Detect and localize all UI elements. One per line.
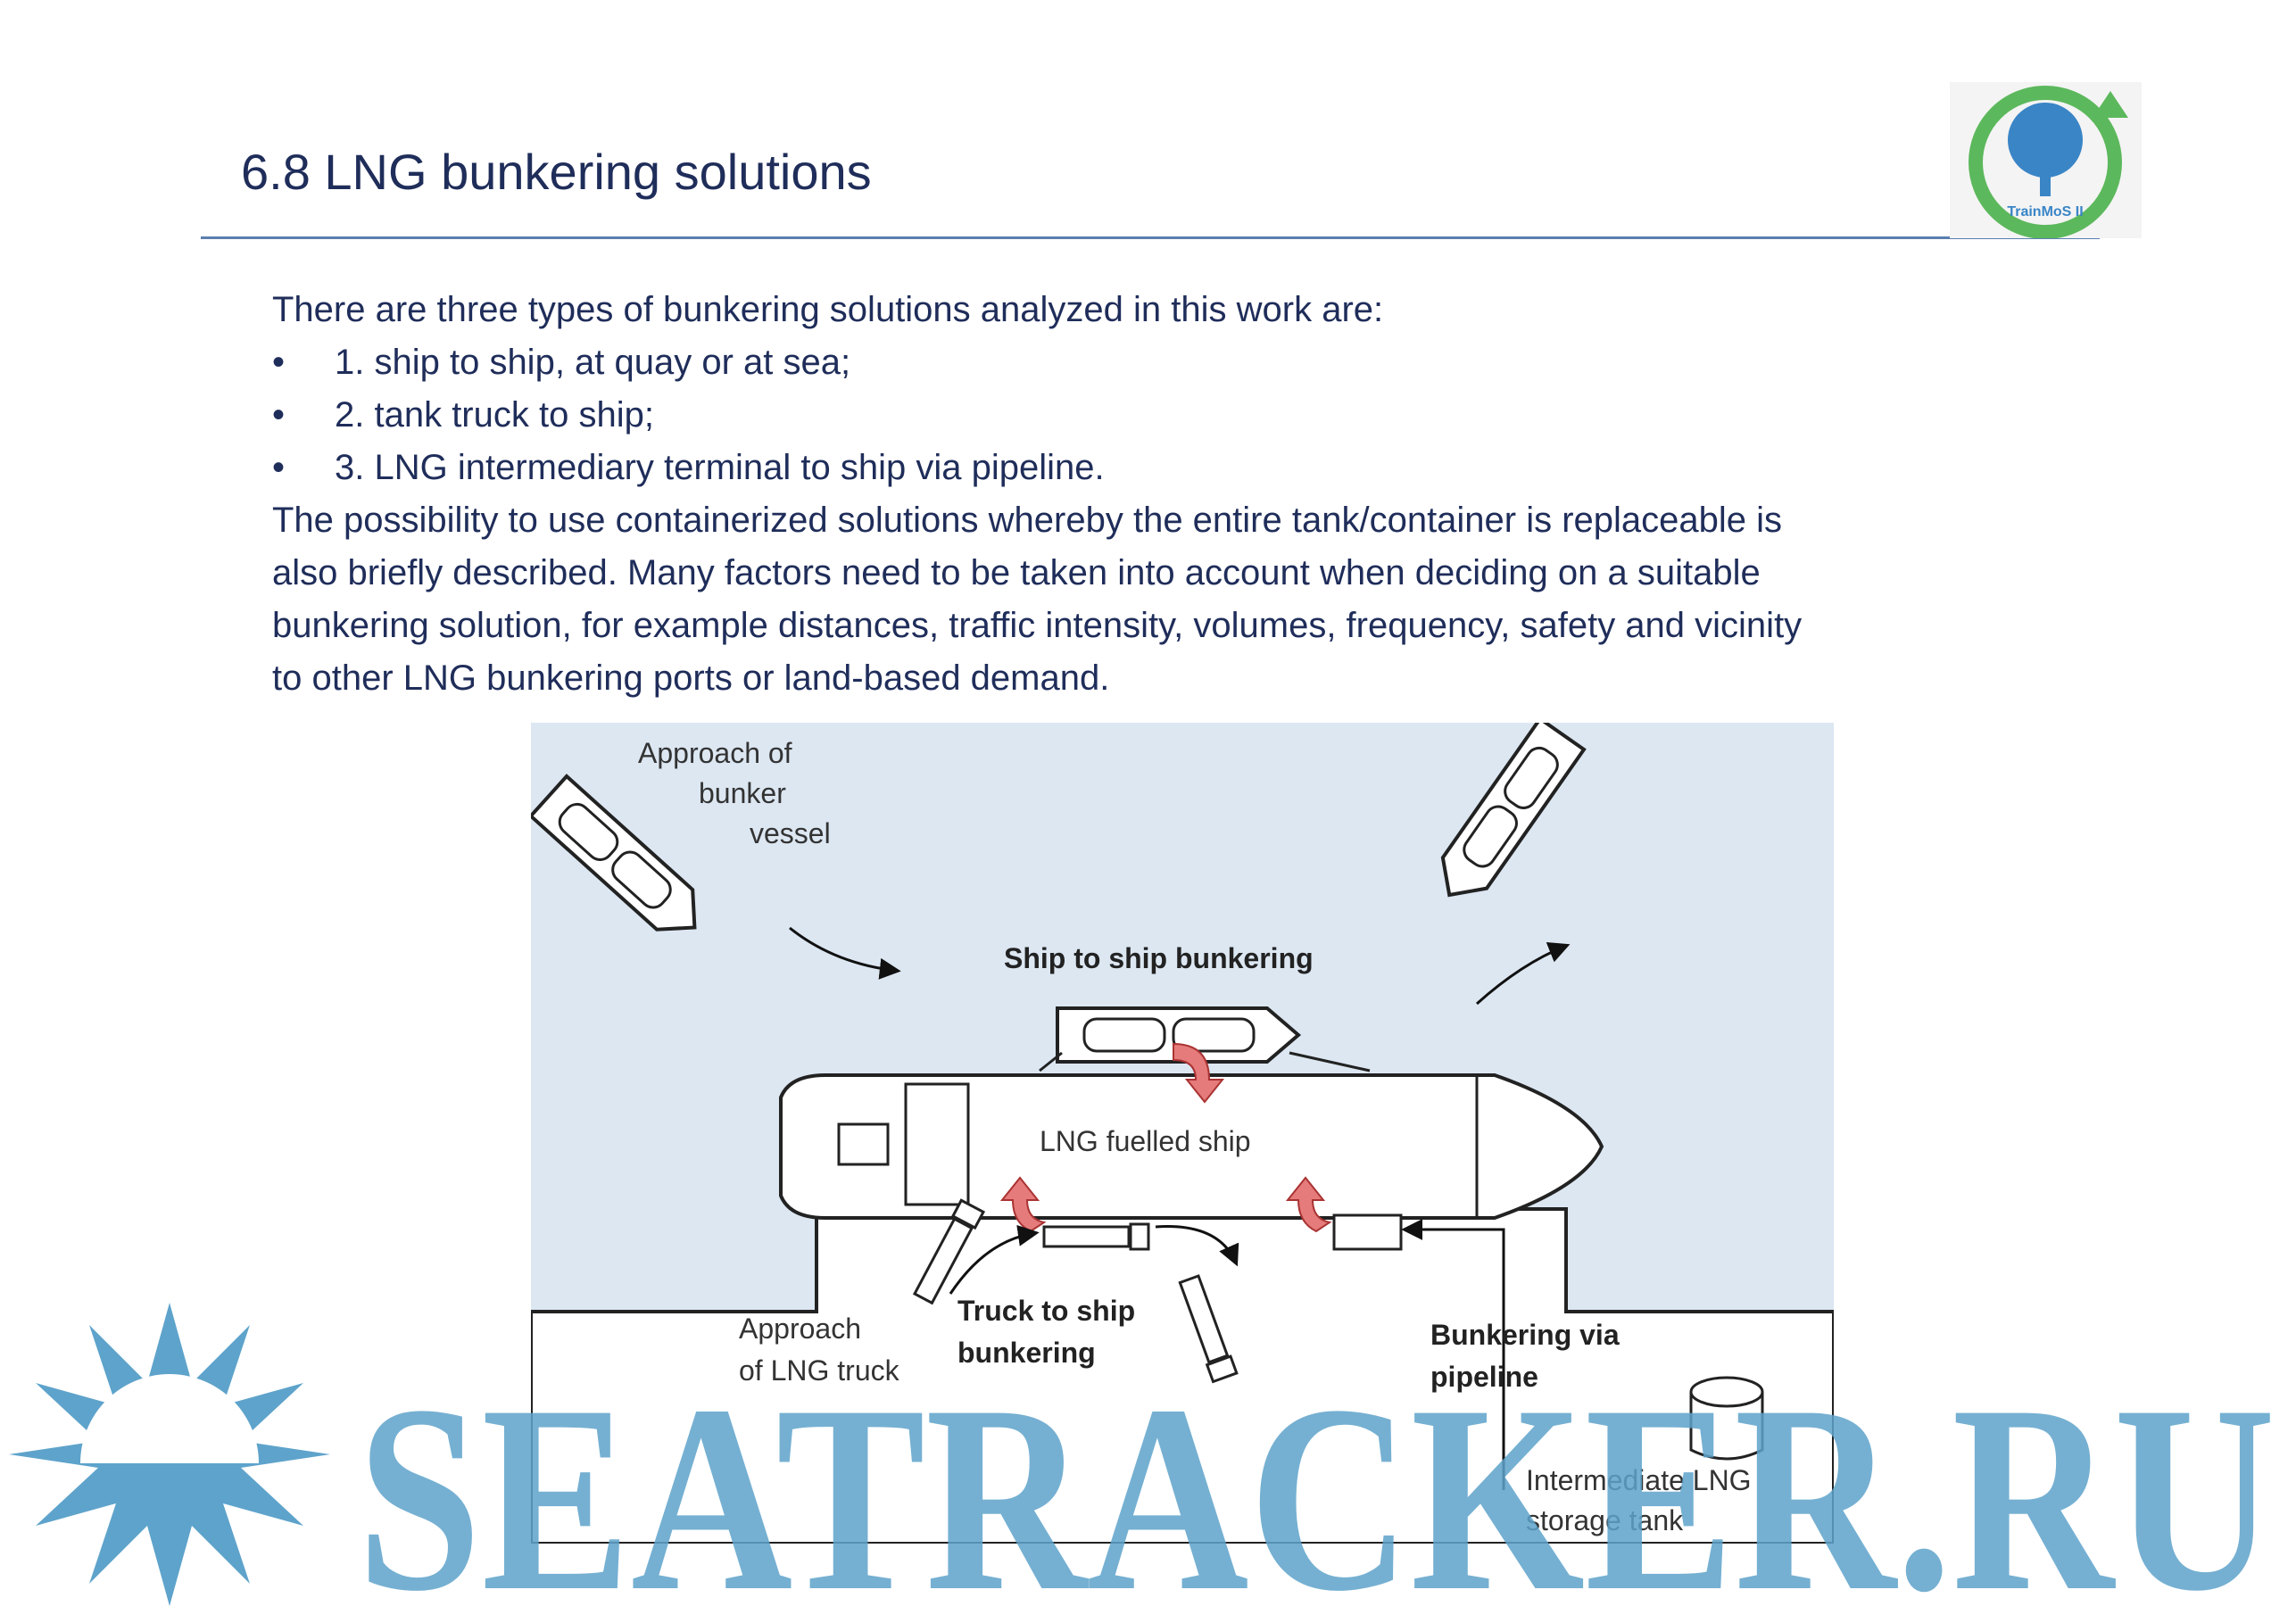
departure-arrow (1475, 941, 1571, 1006)
bullet-marker: • (272, 448, 286, 487)
list-item: • 3. LNG intermediary terminal to ship v… (272, 442, 2075, 494)
valve-icon (1332, 1213, 1403, 1251)
watermark: SEATRACKER.RU (9, 1303, 2275, 1623)
label-approach-bunker: Approach of (638, 737, 792, 769)
transfer-arrow-icon (1285, 1176, 1332, 1233)
body-text: There are three types of bunkering solut… (272, 284, 2075, 705)
approach-arrow (789, 926, 901, 980)
intro-text: There are three types of bunkering solut… (272, 290, 1384, 329)
bunker-vessel-alongside (1039, 1006, 1371, 1072)
sun-logo-icon (9, 1303, 330, 1606)
label-via-pipeline: Bunkering via (1430, 1319, 1620, 1351)
label-truck-to-ship: Truck to ship (957, 1295, 1135, 1327)
lng-fuelled-ship (779, 1073, 1604, 1220)
tree-crown-icon (2008, 103, 2083, 178)
label-approach-truck: of LNG truck (739, 1354, 900, 1387)
arrow-up-icon (2093, 91, 2128, 118)
svg-text:Bunkering via pipeline: Bunkering via pipeline (1430, 1319, 1628, 1393)
truck-depart-arrow (1155, 1225, 1239, 1267)
tree-trunk-icon (2040, 162, 2051, 196)
trainmos-logo: TrainMoS II (1950, 82, 2142, 238)
title-divider (201, 236, 2100, 239)
transfer-arrow-icon (999, 1176, 1047, 1233)
paragraph-line: to other LNG bunkering ports or land-bas… (272, 658, 1110, 698)
watermark-text: SEATRACKER.RU (357, 1350, 2275, 1623)
paragraph-line: also briefly described. Many factors nee… (272, 553, 1761, 592)
label-approach-bunker: bunker (699, 777, 786, 809)
label-approach-bunker: vessel (750, 817, 831, 849)
svg-text:Approach of bunker ves: Approach of bunker vessel (638, 737, 831, 849)
bullet-marker: • (272, 395, 286, 435)
bullet-text: 1. ship to ship, at quay or at sea; (335, 343, 851, 382)
label-lng-fuelled-ship: LNG fuelled ship (1040, 1125, 1251, 1157)
paragraph-line: bunkering solution, for example distance… (272, 606, 1803, 645)
truck-approaching (912, 1198, 986, 1305)
label-ship-to-ship: Ship to ship bunkering (1004, 942, 1314, 974)
bullet-marker: • (272, 343, 286, 382)
logo-text: TrainMoS II (2007, 204, 2083, 219)
storage-tank-icon (1689, 1376, 1764, 1461)
svg-text:Truck to ship bunkering: Truck to ship bunkering (957, 1295, 1143, 1369)
label-truck-to-ship: bunkering (957, 1337, 1096, 1369)
label-storage-tank: storage tank (1526, 1504, 1684, 1536)
label-via-pipeline: pipeline (1430, 1361, 1538, 1393)
list-item: • 1. ship to ship, at quay or at sea; (272, 336, 2075, 389)
list-item: • 2. tank truck to ship; (272, 389, 2075, 442)
transfer-arrow-icon (1173, 1042, 1225, 1104)
slide-title: 6.8 LNG bunkering solutions (241, 144, 872, 200)
svg-text:Approach of LNG truck: Approach of LNG truck (739, 1312, 900, 1387)
paragraph-line: The possibility to use containerized sol… (272, 501, 1783, 540)
bunker-vessel-departing (1440, 723, 1587, 898)
quay (531, 1207, 1834, 1544)
pipeline (1332, 1213, 1505, 1490)
svg-text:Intermediate LNG storage t: Intermediate LNG storage tank (1526, 1464, 1759, 1536)
truck-at-quay (1042, 1222, 1150, 1251)
label-approach-truck: Approach (739, 1312, 861, 1345)
label-storage-tank: Intermediate LNG (1526, 1464, 1752, 1496)
truck-departing (1178, 1274, 1239, 1384)
bunker-vessel-approach (531, 774, 697, 932)
truck-approach-arrow (949, 1224, 1040, 1295)
bunkering-diagram: Approach of bunker vessel Ship to ship b… (531, 723, 1834, 1544)
bullet-text: 3. LNG intermediary terminal to ship via… (335, 448, 1105, 487)
bullet-text: 2. tank truck to ship; (335, 395, 654, 435)
